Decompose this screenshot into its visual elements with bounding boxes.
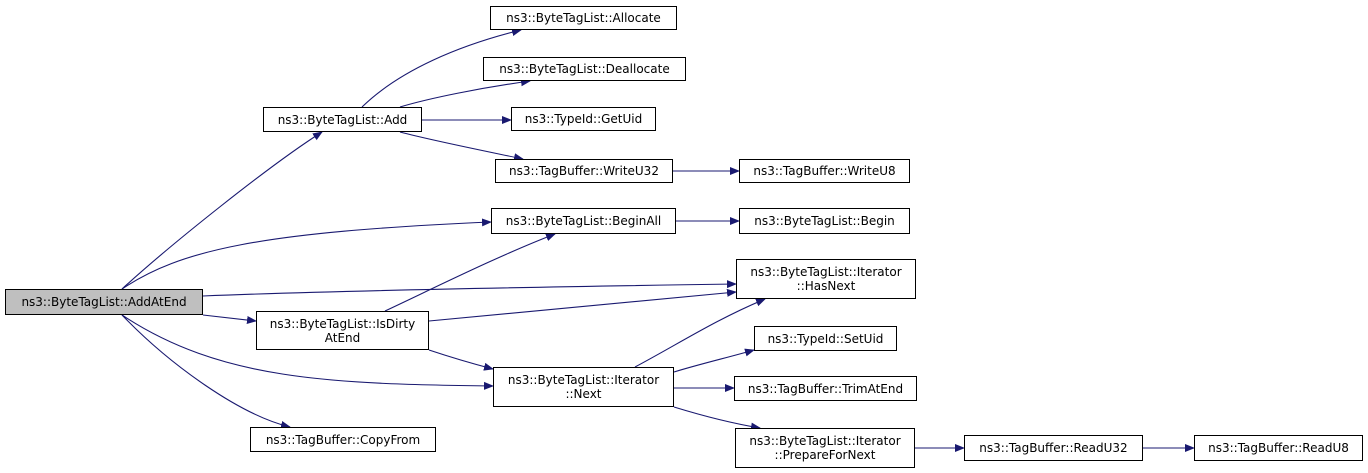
node-copy-from-label: ns3::TagBuffer::CopyFrom [265, 432, 421, 447]
node-has-next-label-1: ns3::ByteTagList::Iterator [750, 265, 902, 279]
node-begin-all[interactable]: ns3::ByteTagList::BeginAll [491, 208, 676, 234]
node-set-uid[interactable]: ns3::TypeId::SetUid [754, 326, 897, 351]
node-write-u32[interactable]: ns3::TagBuffer::WriteU32 [495, 159, 673, 183]
node-begin-label: ns3::ByteTagList::Begin [754, 214, 895, 228]
node-next[interactable]: ns3::ByteTagList::Iterator ::Next [493, 367, 674, 407]
node-prepare-for-next-label-2: ::PrepareForNext [774, 448, 876, 462]
node-next-label-1: ns3::ByteTagList::Iterator [507, 373, 660, 387]
node-begin-all-label: ns3::ByteTagList::BeginAll [505, 214, 662, 228]
edge-add-to-deallocate [399, 78, 531, 108]
node-trim-at-end[interactable]: ns3::TagBuffer::TrimAtEnd [734, 376, 917, 401]
node-read-u8-label: ns3::TagBuffer::ReadU8 [1208, 441, 1349, 455]
node-write-u8[interactable]: ns3::TagBuffer::WriteU8 [739, 159, 910, 183]
edge-next-to-has-next [634, 298, 766, 368]
node-next-label-2: ::Next [565, 387, 602, 401]
edge-next-to-set-uid [673, 348, 755, 373]
edge-add-at-end-to-add [121, 131, 323, 290]
edge-add-at-end-to-copy-from [121, 314, 291, 429]
node-add-at-end-label: ns3::ByteTagList::AddAtEnd [21, 295, 187, 309]
node-copy-from[interactable]: ns3::TagBuffer::CopyFrom [250, 427, 436, 452]
edge-add-at-end-to-has-next [202, 280, 737, 297]
edge-add-at-end-to-begin-all [121, 218, 492, 290]
node-get-uid-label: ns3::TypeId::GetUid [524, 112, 643, 126]
node-read-u32[interactable]: ns3::TagBuffer::ReadU32 [964, 435, 1143, 461]
node-read-u32-label: ns3::TagBuffer::ReadU32 [979, 441, 1128, 455]
edge-next-to-prepare-for-next [673, 406, 761, 431]
node-add-label: ns3::ByteTagList::Add [277, 112, 408, 127]
node-has-next[interactable]: ns3::ByteTagList::Iterator ::HasNext [736, 259, 916, 299]
node-deallocate[interactable]: ns3::ByteTagList::Deallocate [483, 57, 686, 81]
node-write-u8-label: ns3::TagBuffer::WriteU8 [753, 164, 896, 178]
node-deallocate-label: ns3::ByteTagList::Deallocate [499, 62, 670, 76]
node-allocate-label: ns3::ByteTagList::Allocate [506, 11, 661, 25]
node-is-dirty-at-end-label-2: AtEnd [324, 330, 361, 345]
node-is-dirty-at-end[interactable]: ns3::ByteTagList::IsDirty AtEnd [256, 311, 429, 350]
node-prepare-for-next[interactable]: ns3::ByteTagList::Iterator ::PrepareForN… [735, 428, 915, 468]
edge-add-at-end-to-is-dirty-at-end [202, 314, 257, 324]
node-prepare-for-next-label-1: ns3::ByteTagList::Iterator [749, 434, 901, 448]
node-begin[interactable]: ns3::ByteTagList::Begin [739, 208, 910, 234]
node-write-u32-label: ns3::TagBuffer::WriteU32 [509, 164, 659, 178]
node-get-uid[interactable]: ns3::TypeId::GetUid [511, 107, 656, 131]
node-has-next-label-2: ::HasNext [796, 279, 856, 293]
node-set-uid-label: ns3::TypeId::SetUid [767, 331, 884, 346]
node-trim-at-end-label: ns3::TagBuffer::TrimAtEnd [747, 381, 904, 396]
edge-add-at-end-to-next [121, 314, 494, 390]
edge-is-dirty-at-end-to-next [428, 349, 494, 371]
edge-is-dirty-at-end-to-has-next [428, 288, 737, 322]
node-is-dirty-at-end-label-1: ns3::ByteTagList::IsDirty [269, 316, 416, 331]
edge-add-to-allocate [361, 28, 522, 108]
node-add-at-end: ns3::ByteTagList::AddAtEnd [5, 289, 203, 315]
edge-add-to-write-u32 [399, 131, 524, 162]
edge-is-dirty-at-end-to-begin-all [384, 233, 556, 312]
node-read-u8[interactable]: ns3::TagBuffer::ReadU8 [1194, 435, 1363, 461]
node-add[interactable]: ns3::ByteTagList::Add [263, 107, 422, 132]
node-allocate[interactable]: ns3::ByteTagList::Allocate [490, 6, 677, 30]
